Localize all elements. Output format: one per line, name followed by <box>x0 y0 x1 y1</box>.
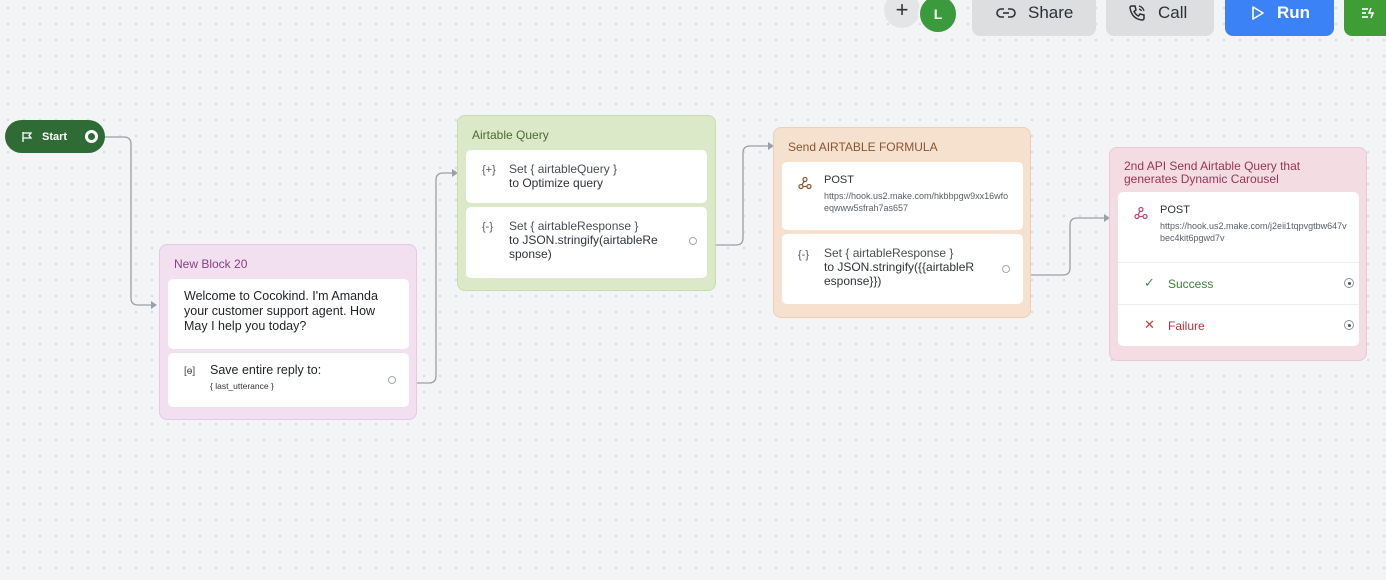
api-url: https://hook.us2.make.com/j2eii1tqpvgtbw… <box>1160 221 1347 243</box>
success-output-port[interactable] <box>1344 278 1354 288</box>
step-set-text: Set { airtableResponse } <box>824 246 954 260</box>
failure-label: Failure <box>1168 319 1205 333</box>
capture-output-port[interactable] <box>388 376 396 384</box>
link-icon <box>996 8 1016 18</box>
send-airtable-formula-block[interactable]: Send AIRTABLE FORMULA POST https://hook.… <box>773 127 1031 318</box>
x-icon: ✕ <box>1144 317 1155 332</box>
success-label: Success <box>1168 277 1214 291</box>
start-label: Start <box>42 130 68 143</box>
failure-output-port[interactable] <box>1344 320 1354 330</box>
capture-icon: [ɵ] <box>184 366 196 377</box>
capture-label: Save entire reply to: <box>210 363 322 377</box>
share-button[interactable]: Share <box>972 0 1096 36</box>
response-output-port[interactable] <box>689 237 697 245</box>
run-label: Run <box>1277 3 1311 22</box>
set-variable-icon: {-} <box>798 249 810 261</box>
set-airtable-response-step[interactable]: {-} Set { airtableResponse } to JSON.str… <box>782 234 1023 304</box>
publish-icon <box>1362 7 1375 19</box>
success-path[interactable]: ✓ Success <box>1118 262 1359 305</box>
start-output-port[interactable] <box>85 130 98 143</box>
failure-path[interactable]: ✕ Failure <box>1118 304 1359 347</box>
message-text: Welcome to Cocokind. I'm Amanda your cus… <box>184 289 378 333</box>
block-title: Airtable Query <box>472 128 549 142</box>
publish-button[interactable] <box>1344 0 1386 36</box>
airtable-query-block[interactable]: Airtable Query {+} Set { airtableQuery }… <box>457 115 716 291</box>
api-icon <box>798 176 812 190</box>
play-icon <box>1252 6 1264 20</box>
set-airtable-response-step[interactable]: {-} Set { airtableResponse } to JSON.str… <box>466 207 707 278</box>
response-output-port[interactable] <box>1002 265 1010 273</box>
call-button[interactable]: Call <box>1106 0 1214 36</box>
call-label: Call <box>1158 3 1188 22</box>
api-method: POST <box>1160 204 1190 216</box>
add-collaborator-button[interactable]: + <box>884 0 920 28</box>
share-label: Share <box>1028 3 1074 22</box>
phone-icon <box>1129 5 1145 21</box>
step-set-text: Set { airtableResponse } <box>509 219 639 233</box>
set-airtable-query-step[interactable]: {+} Set { airtableQuery } to Optimize qu… <box>466 150 707 203</box>
block-title: 2nd API Send Airtable Query that generat… <box>1124 159 1301 186</box>
api-url: https://hook.us2.make.com/hkbbpgw9xx16wf… <box>824 191 1009 213</box>
block-title: Send AIRTABLE FORMULA <box>788 140 938 154</box>
start-node[interactable]: Start <box>5 120 105 153</box>
api-post-step[interactable]: POST https://hook.us2.make.com/hkbbpgw9x… <box>782 162 1023 230</box>
block-title: New Block 20 <box>174 257 248 271</box>
api-icon <box>1134 206 1148 220</box>
api-post-step[interactable]: POST https://hook.us2.make.com/j2eii1tqp… <box>1118 192 1359 346</box>
set-variable-icon: {-} <box>482 221 494 233</box>
flag-icon <box>22 131 33 142</box>
new-block-20[interactable]: New Block 20 Welcome to Cocokind. I'm Am… <box>159 244 417 420</box>
step-to-text: to JSON.stringify(airtableRe sponse) <box>509 233 658 261</box>
message-step[interactable]: Welcome to Cocokind. I'm Amanda your cus… <box>168 279 409 349</box>
check-icon: ✓ <box>1144 275 1155 290</box>
avatar[interactable]: L <box>918 0 958 34</box>
second-api-block[interactable]: 2nd API Send Airtable Query that generat… <box>1109 147 1367 361</box>
step-to-text: to JSON.stringify({{airtableR esponse}}) <box>824 260 975 288</box>
step-to-text: to Optimize query <box>509 176 604 190</box>
api-method: POST <box>824 174 854 186</box>
avatar-initial: L <box>933 6 943 22</box>
step-set-text: Set { airtableQuery } <box>509 162 618 176</box>
capture-step[interactable]: [ɵ] Save entire reply to: { last_utteran… <box>168 353 409 407</box>
capture-variable: { last_utterance } <box>210 381 274 391</box>
plus-icon: + <box>895 0 909 22</box>
run-button[interactable]: Run <box>1225 0 1334 36</box>
set-variable-icon: {+} <box>482 164 496 176</box>
